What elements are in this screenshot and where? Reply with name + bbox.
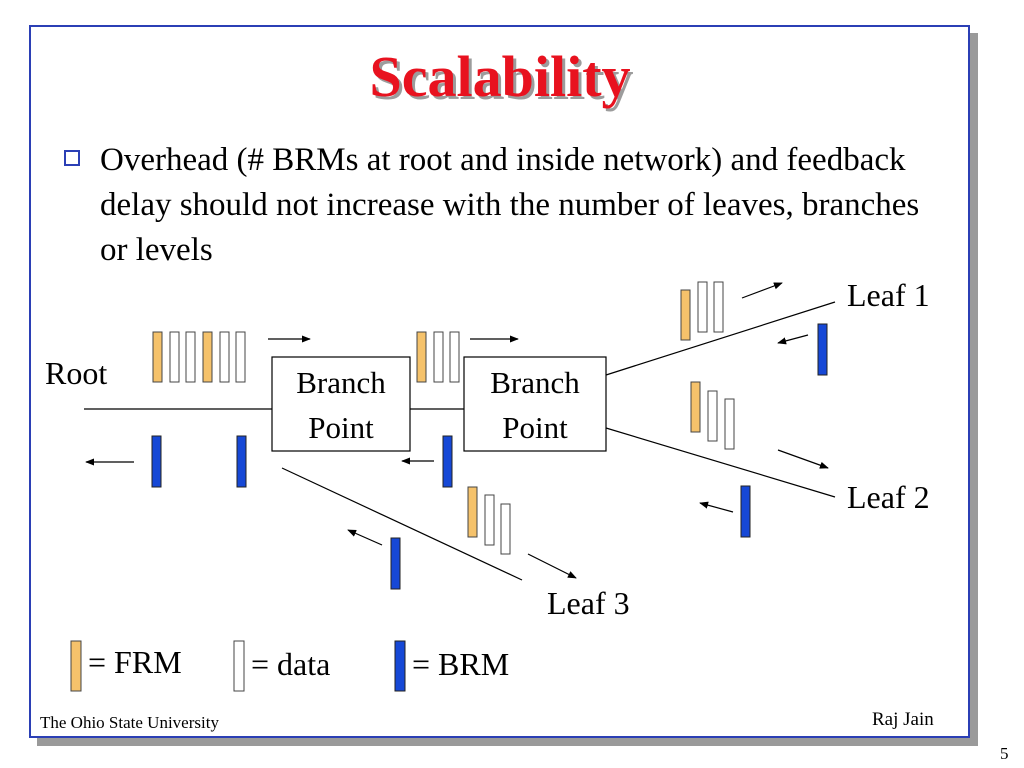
legend-data-label: = data bbox=[251, 646, 331, 682]
leaf-2-label: Leaf 2 bbox=[847, 479, 930, 515]
cells-leaf2-forward bbox=[690, 381, 735, 450]
branch-point-1-line2: Point bbox=[308, 410, 374, 445]
root-label: Root bbox=[45, 355, 108, 391]
cells-leaf1-forward bbox=[680, 281, 724, 341]
brm-cell bbox=[442, 435, 453, 488]
data-cell bbox=[713, 281, 724, 333]
arrow-forward-leaf3 bbox=[527, 553, 577, 579]
link-branch2-leaf2 bbox=[605, 427, 836, 498]
brm-cell bbox=[236, 435, 247, 488]
arrow-backward-leaf1 bbox=[777, 334, 809, 345]
brm-cell bbox=[151, 435, 162, 488]
data-cell bbox=[185, 331, 196, 383]
data-cell bbox=[235, 331, 246, 383]
branch-point-1-box bbox=[271, 356, 411, 452]
frm-cell bbox=[202, 331, 213, 383]
brm-cell bbox=[390, 537, 401, 590]
data-cell bbox=[433, 331, 444, 383]
branch-point-1-line1: Branch bbox=[296, 365, 386, 400]
data-cell bbox=[500, 503, 511, 555]
arrow-forward-leaf2 bbox=[777, 449, 829, 469]
frm-cell bbox=[680, 289, 691, 341]
slide-title: Scalability bbox=[369, 44, 631, 109]
frm-cell bbox=[416, 331, 427, 383]
branch-point-2-line2: Point bbox=[502, 410, 568, 445]
leaf-1-label: Leaf 1 bbox=[847, 277, 930, 313]
cells-branch1-forward bbox=[416, 331, 460, 383]
data-cell bbox=[219, 331, 230, 383]
legend-frm-swatch bbox=[70, 640, 82, 692]
data-cell bbox=[449, 331, 460, 383]
footer-author: Raj Jain bbox=[872, 709, 934, 730]
cells-leaf3-forward bbox=[467, 486, 511, 555]
footer-institution: The Ohio State University bbox=[40, 713, 219, 732]
legend-brm-label: = BRM bbox=[412, 646, 510, 682]
branch-point-1-label: Branch Point bbox=[272, 360, 410, 450]
data-cell bbox=[707, 390, 718, 442]
branch-point-2-line1: Branch bbox=[490, 365, 580, 400]
bullet-square-icon bbox=[64, 150, 80, 166]
brm-cell bbox=[740, 485, 751, 538]
bullet-text: Overhead (# BRMs at root and inside netw… bbox=[100, 142, 920, 268]
legend-frm-label: = FRM bbox=[88, 644, 182, 680]
branch-point-2-label: Branch Point bbox=[464, 360, 606, 450]
frm-cell bbox=[152, 331, 163, 383]
link-branch2-leaf1 bbox=[605, 301, 836, 376]
legend-data-swatch bbox=[233, 640, 245, 692]
frm-cell bbox=[690, 381, 701, 433]
legend-brm-swatch bbox=[394, 640, 406, 692]
data-cell bbox=[169, 331, 180, 383]
data-cell bbox=[724, 398, 735, 450]
frm-cell bbox=[467, 486, 478, 538]
branch-point-2-box bbox=[463, 356, 607, 452]
arrow-backward-leaf3 bbox=[347, 529, 383, 546]
data-cell bbox=[484, 494, 495, 546]
page-number: 5 bbox=[1000, 744, 1009, 763]
leaf-3-label: Leaf 3 bbox=[547, 585, 630, 621]
data-cell bbox=[697, 281, 708, 333]
arrow-backward-leaf2 bbox=[699, 501, 734, 513]
brm-cell bbox=[817, 323, 828, 376]
link-branch1-leaf3 bbox=[281, 467, 523, 581]
cells-root-forward bbox=[152, 331, 246, 383]
arrow-forward-leaf1 bbox=[741, 282, 783, 299]
